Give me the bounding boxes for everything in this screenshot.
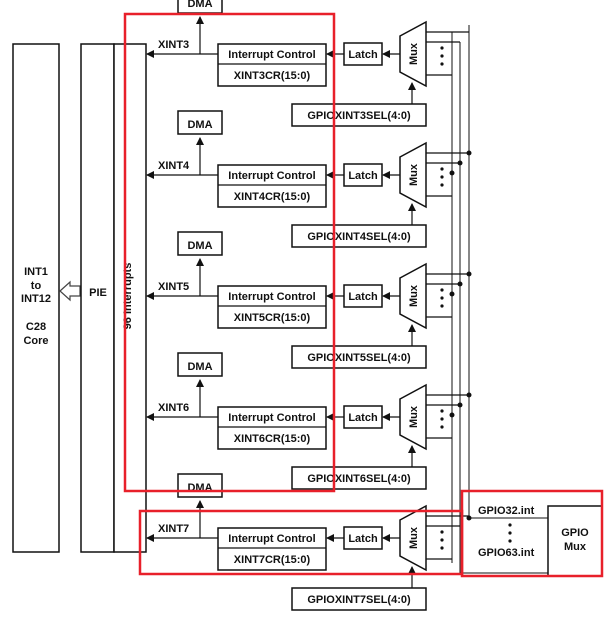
gpio32-int-label: GPIO32.int [478, 505, 535, 517]
dma-label: DMA [187, 240, 212, 252]
core-label-core: Core [23, 335, 48, 347]
core-label-c28: C28 [26, 321, 46, 333]
dma-label: DMA [187, 361, 212, 373]
xint-label: XINT7 [158, 523, 189, 535]
highlight-gpio-mux-box [460, 489, 604, 578]
pie-label: PIE [89, 287, 107, 299]
mux-label: Mux [408, 163, 420, 186]
interrupt-control-label: Interrupt Control [228, 49, 315, 61]
xint-cr-register-label: XINT4CR(15:0) [234, 191, 311, 203]
core-label-int12: INT12 [21, 293, 51, 305]
xint-label: XINT3 [158, 39, 189, 51]
interrupt-control-box [217, 285, 327, 329]
highlight-boxes [123, 12, 604, 578]
highlight-interrupt-bus-box [123, 12, 336, 493]
dma-label: DMA [187, 0, 212, 10]
gpio-xint-sel-box [291, 587, 427, 611]
interrupt-control-box [217, 527, 327, 571]
xint-label: XINT6 [158, 402, 189, 414]
mux-label: Mux [408, 284, 420, 307]
interrupt-control-label: Interrupt Control [228, 170, 315, 182]
interrupt-control-box [217, 43, 327, 87]
xint-cr-register-label: XINT3CR(15:0) [234, 70, 311, 82]
gpio63-int-label: GPIO63.int [478, 547, 535, 559]
gpio-xint-sel-box [291, 103, 427, 127]
interrupt-control-label: Interrupt Control [228, 291, 315, 303]
gpio-xint-sel-label: GPIOXINT6SEL(4:0) [307, 473, 411, 485]
pie-to-core-arrow [59, 280, 81, 302]
xint-label: XINT5 [158, 281, 189, 293]
mux-shape [399, 141, 427, 209]
gpio-xint-sel-box [291, 466, 427, 490]
interrupt-control-box [217, 164, 327, 208]
latch-label: Latch [348, 291, 378, 303]
mux-shape [399, 20, 427, 88]
latch-label: Latch [348, 170, 378, 182]
dma-box [177, 231, 223, 256]
mux-shape [399, 383, 427, 451]
gpio-xint-sel-label: GPIOXINT4SEL(4:0) [307, 231, 411, 243]
mux-label: Mux [408, 526, 420, 549]
pie-block: PIE [80, 43, 115, 553]
gpio-xint-sel-label: GPIOXINT7SEL(4:0) [307, 594, 411, 606]
xint-cr-register-label: XINT5CR(15:0) [234, 312, 311, 324]
xint-cr-register-label: XINT6CR(15:0) [234, 433, 311, 445]
c28-core-block: INT1 to INT12 C28 Core [12, 43, 60, 553]
dma-box [177, 110, 223, 135]
mux-shape [399, 262, 427, 330]
mux-label: Mux [408, 42, 420, 65]
latch-label: Latch [348, 533, 378, 545]
interrupt-bus: 96 Interrupts [113, 43, 147, 553]
core-label-to: to [31, 280, 42, 292]
gpio-mux-label-gpio: GPIO [561, 527, 589, 539]
latch-label: Latch [348, 49, 378, 61]
gpio-xint-sel-label: GPIOXINT3SEL(4:0) [307, 110, 411, 122]
core-label-int1: INT1 [24, 266, 48, 278]
interrupt-control-box [217, 406, 327, 450]
dma-box [177, 352, 223, 377]
mux-label: Mux [408, 405, 420, 428]
dma-label: DMA [187, 119, 212, 131]
gpio-xint-sel-box [291, 345, 427, 369]
interrupt-control-label: Interrupt Control [228, 533, 315, 545]
gpio-mux-block: GPIO Mux GPIO32.int GPIO63.int [478, 505, 603, 577]
xint-label: XINT4 [158, 160, 190, 172]
gpio-mux-label-mux: Mux [564, 541, 587, 553]
gpio-xint-sel-label: GPIOXINT5SEL(4:0) [307, 352, 411, 364]
gpio-xint-sel-box [291, 224, 427, 248]
xint-cr-register-label: XINT7CR(15:0) [234, 554, 311, 566]
interrupt-control-label: Interrupt Control [228, 412, 315, 424]
latch-label: Latch [348, 412, 378, 424]
